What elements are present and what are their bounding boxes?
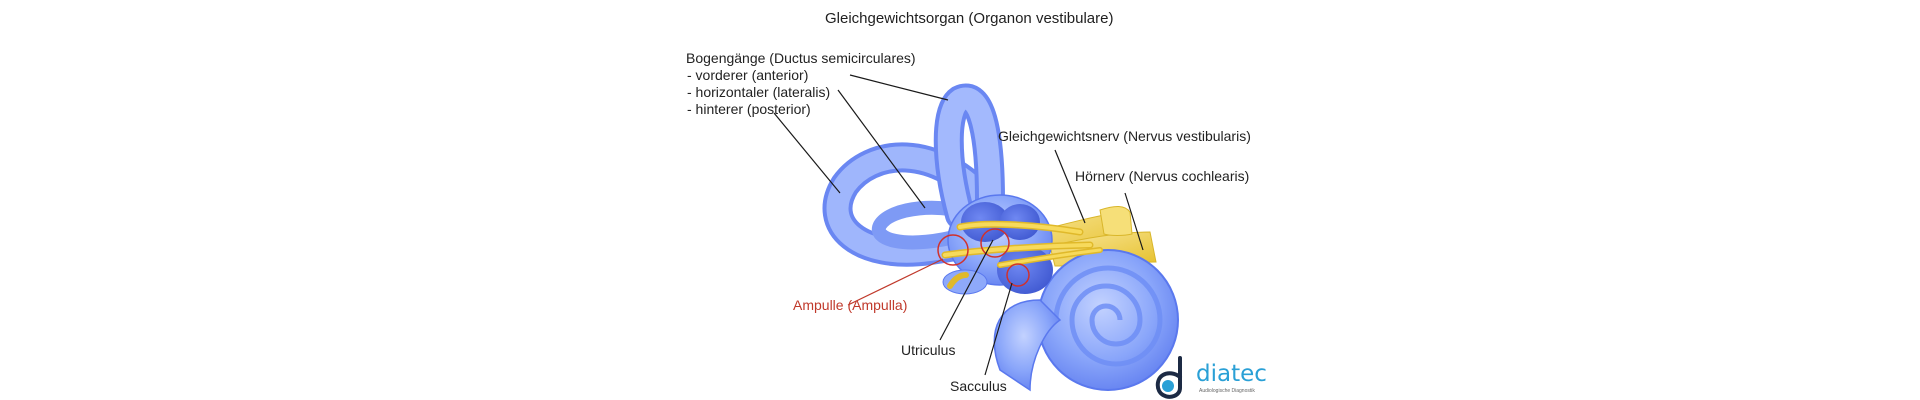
leader-saccule (984, 282, 1013, 376)
ampulla-ring-2 (980, 228, 1010, 258)
label-canals-heading: Bogengänge (Ductus semicirculares) (686, 50, 916, 66)
label-canal-posterior: - hinterer (posterior) (687, 101, 811, 117)
label-canal-lateral: - horizontaler (lateralis) (687, 84, 831, 100)
leader-lines (773, 74, 1144, 376)
leader-utricle (939, 239, 994, 341)
label-cochlear-nerve: Hörnerv (Nervus cochlearis) (1075, 168, 1250, 184)
diagram-title: Gleichgewichtsorgan (Organon vestibulare… (825, 10, 1114, 27)
leader-cochlear-nerve (1124, 192, 1144, 251)
leader-anterior (849, 74, 949, 101)
cochlea (993, 249, 1179, 392)
diatec-wordmark: diatec (1196, 361, 1267, 387)
leader-ampulla (847, 258, 944, 306)
diatec-logo-icon (1155, 356, 1182, 399)
ampulla-markers (937, 228, 1030, 287)
leader-lateral (837, 89, 926, 209)
label-utricle: Utriculus (901, 342, 956, 358)
ampulla-ring-1 (937, 234, 969, 266)
leader-posterior (773, 112, 841, 194)
diatec-tagline: Audiologische Diagnostik (1199, 388, 1255, 394)
ampulla-ring-3 (1006, 263, 1030, 287)
nerve-fibers (941, 220, 1103, 289)
label-canal-anterior: - vorderer (anterior) (687, 67, 809, 83)
leader-vestibular-nerve (1054, 149, 1086, 224)
label-ampulla: Ampulle (Ampulla) (793, 297, 908, 313)
label-saccule: Sacculus (950, 378, 1007, 394)
label-vestibular-nerve: Gleichgewichtsnerv (Nervus vestibularis) (998, 128, 1251, 144)
